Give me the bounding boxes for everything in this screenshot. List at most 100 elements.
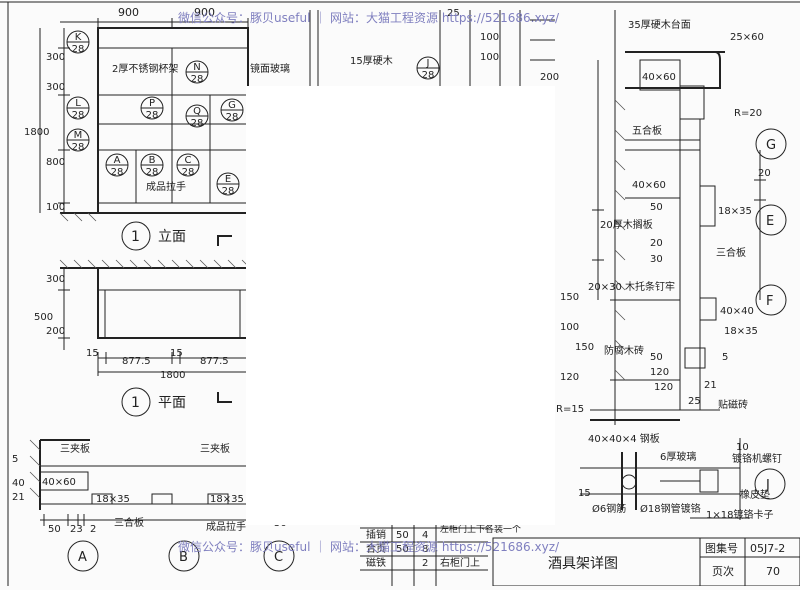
hw-row3-name: 磁铁 — [366, 556, 386, 569]
note-mirror-glass: 镜面玻璃 — [250, 62, 290, 75]
page-label: 页次 — [712, 564, 734, 578]
section-b-id: B — [179, 550, 188, 565]
detail-label-cleat: 20×30 木托条钉牢 — [588, 280, 675, 293]
elev-dim-right-4: 200 — [540, 72, 559, 83]
j-label-rubber: 橡皮垫 — [740, 488, 770, 501]
sec-label-plywood-1: 三夹板 — [60, 442, 90, 455]
sec-dim-5: 5 — [12, 454, 18, 465]
hw-row2-name: 合页 — [366, 542, 386, 555]
sec-dim-21: 21 — [12, 492, 25, 503]
plan-dim-bottom-3: 15 — [170, 348, 183, 359]
note-handle: 成品拉手 — [146, 180, 186, 193]
bubble-k-num: 28 — [72, 44, 85, 55]
elev-dim-left-3: 1800 — [24, 127, 49, 138]
detail-label-shelf: 20厚木搁板 — [600, 218, 653, 231]
plan-dim-bottom-1: 15 — [86, 348, 99, 359]
blank-overlay — [246, 86, 555, 525]
detail-dim-30: 30 — [650, 254, 663, 265]
elev-dim-left-4: 800 — [46, 157, 65, 168]
section-bubble-a — [67, 540, 99, 572]
detail-dim-20-b: 20 — [650, 238, 663, 249]
drawing-title: 酒具架详图 — [548, 556, 618, 572]
bubble-q-id: Q — [193, 106, 201, 117]
bubble-k-id: K — [75, 32, 82, 43]
elev-dim-right-3: 100 — [480, 52, 499, 63]
sec-dim-18x35-1: 18×35 — [96, 494, 130, 505]
detail-label-25x60: 25×60 — [730, 32, 764, 43]
plan-label-num: 1 — [131, 395, 140, 411]
detail-dim-50: 50 — [650, 202, 663, 213]
bubble-n-num: 28 — [191, 74, 204, 85]
plan-dim-left-1: 300 — [46, 274, 65, 285]
section-c-id: C — [274, 550, 283, 565]
section-bubble-g — [755, 128, 787, 160]
bubble-m-num: 28 — [72, 142, 85, 153]
sec-dim-40x60: 40×60 — [42, 477, 76, 488]
hw-row2-qty: 8 — [422, 544, 428, 555]
sec-dim-50-a: 50 — [48, 524, 61, 535]
j-label-tube: Ø18钢管镀铬 — [640, 502, 701, 515]
j-dim-10: 10 — [736, 442, 749, 453]
hw-row1-size: 50 — [396, 530, 409, 541]
atlas-no-label: 图集号 — [705, 541, 738, 555]
atlas-no: 05J7-2 — [750, 542, 785, 555]
plan-dim-left-2: 500 — [34, 312, 53, 323]
bubble-g-num: 28 — [226, 112, 239, 123]
bubble-j-id: J — [426, 58, 430, 69]
bubble-e-id: E — [225, 174, 231, 185]
detail-dim-20-a: 20 — [758, 168, 771, 179]
detail-dim-50-b: 50 — [650, 352, 663, 363]
plan-label: 平面 — [158, 395, 186, 411]
hw-row3-qty: 2 — [422, 558, 428, 569]
detail-label-18x35-a: 18×35 — [718, 206, 752, 217]
elev-dim-top-2: 900 — [194, 6, 215, 19]
detail-dim-120-a: 120 — [650, 367, 669, 378]
j-label-plate: 40×40×4 钢板 — [588, 432, 660, 445]
j-dim-15: 15 — [578, 488, 591, 499]
detail-label-r15: R=15 — [556, 404, 584, 415]
detail-label-fiveply: 五合板 — [632, 124, 662, 137]
section-e-id: E — [766, 214, 774, 229]
note-cup-rack: 2厚不锈钢杯架 — [112, 62, 178, 75]
detail-dim-150-b: 150 — [575, 342, 594, 353]
detail-label-tile: 贴磁砖 — [718, 398, 748, 411]
sec-dim-40: 40 — [12, 478, 25, 489]
detail-label-threeply: 三合板 — [716, 246, 746, 259]
page-no: 70 — [766, 565, 780, 578]
view-bubble-plan — [121, 387, 151, 417]
bubble-n-id: N — [193, 62, 200, 73]
detail-dim-21: 21 — [704, 380, 717, 391]
detail-dim-100: 100 — [560, 322, 579, 333]
hw-row3-note: 右柜门上 — [440, 556, 480, 569]
section-j-id: J — [765, 478, 770, 493]
detail-label-top: 35厚硬木台面 — [628, 18, 691, 31]
sec-label-threeply: 三合板 — [114, 516, 144, 529]
detail-dim-120-c: 120 — [654, 382, 673, 393]
j-label-clip: 1×18镀铬卡子 — [706, 508, 773, 521]
elev-dim-right-2: 100 — [480, 32, 499, 43]
bubble-p-num: 28 — [146, 110, 159, 121]
bubble-b-id: B — [149, 155, 156, 166]
view-bubble-elevation — [121, 221, 151, 251]
note-hardwood: 15厚硬木 — [350, 55, 393, 67]
hw-row1-note: 左柜门上下各装一个 — [440, 523, 521, 535]
section-g-id: G — [766, 138, 776, 153]
bubble-b-num: 28 — [146, 167, 159, 178]
detail-dim-25: 25 — [688, 396, 701, 407]
bubble-j-num: 28 — [422, 70, 435, 81]
elev-dim-left-1: 300 — [46, 52, 65, 63]
bubble-a-id: A — [114, 155, 121, 166]
j-label-rebar: Ø6钢筋 — [592, 502, 626, 515]
watermark-bottom: 微信公众号：豚贝useful ｜ 网站：大猫工程资源 https://52168… — [178, 539, 560, 554]
elevation-label-num: 1 — [131, 229, 140, 245]
section-bubble-f — [755, 284, 787, 316]
detail-label-40x60-b: 40×60 — [632, 180, 666, 191]
plan-dim-left-3: 200 — [46, 326, 65, 337]
detail-label-r20: R=20 — [734, 108, 762, 119]
j-label-glass: 6厚玻璃 — [660, 450, 696, 463]
plan-dim-bottom-4: 877.5 — [200, 356, 229, 367]
section-f-id: F — [766, 294, 773, 309]
plan-dim-bottom-2: 877.5 — [122, 356, 151, 367]
